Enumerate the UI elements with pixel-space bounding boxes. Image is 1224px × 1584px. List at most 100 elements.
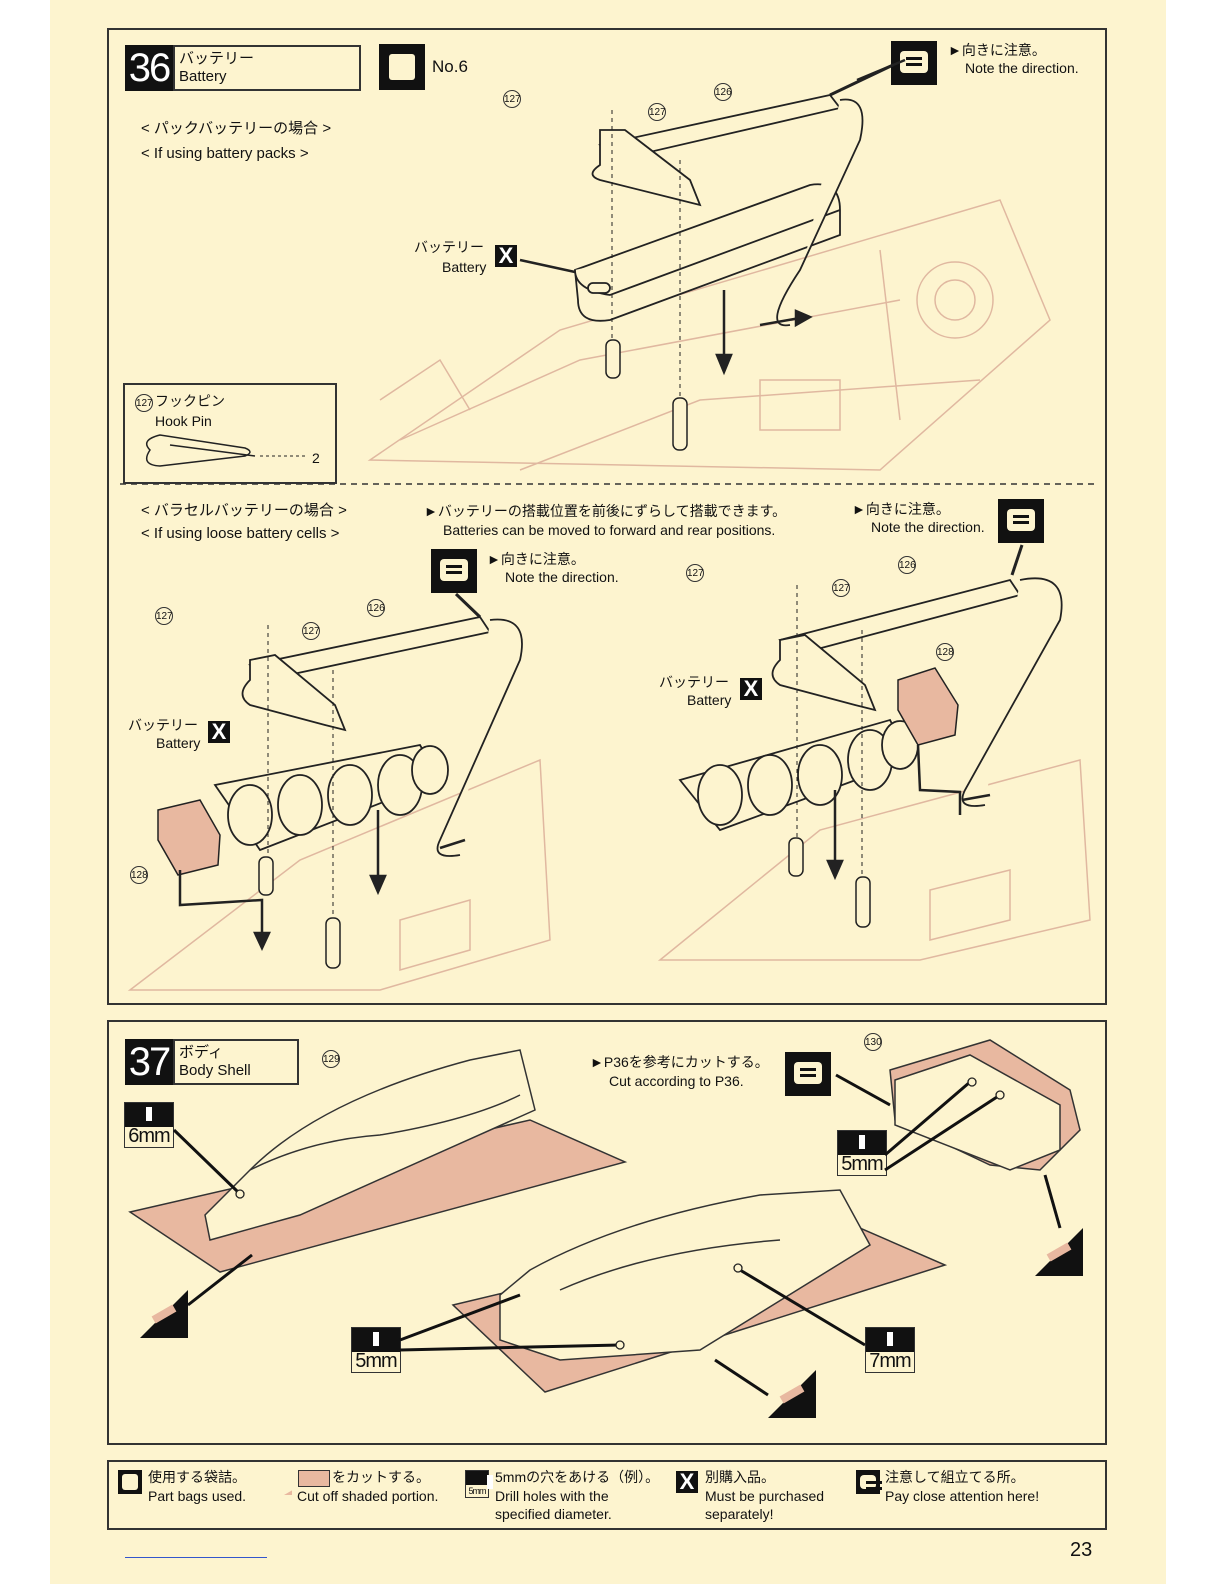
drill-icon: 5mm [465,1470,493,1498]
legend-bags-en: Part bags used. [148,1488,247,1504]
part-128-label: 128 [936,643,954,661]
part-126-label: 126 [898,556,916,574]
battery-label-ja: バッテリー [128,717,198,733]
purchase-separately-icon: X [208,721,230,743]
purchase-separately-icon: X [495,245,517,267]
step-37-title-ja: ボディ [179,1044,223,1061]
part-127-label: 127 [686,564,704,582]
legend-cut-en: Cut off shaded portion. [297,1488,439,1504]
note-direction-en-2: Note the direction. [871,519,985,535]
step-36-title: バッテリー Battery [173,45,361,91]
step-36-title-en: Battery [179,68,227,85]
hook-pin-quantity: 2 [312,450,320,466]
cut-scissors-icon [768,1370,816,1418]
shaded-swatch [298,1470,330,1487]
legend-drill-en-1: Drill holes with the [495,1488,609,1504]
legend-attn-en: Pay close attention here! [885,1488,1040,1504]
purchase-separately-icon: X [676,1471,698,1493]
part-127-label: 127 [648,103,666,121]
body-shell-drawing [128,1039,1081,1393]
step-37-title: ボディ Body Shell [173,1039,299,1085]
drill-holes [235,1077,1005,1350]
post-drawing [258,837,871,969]
part-126-label: 126 [714,83,732,101]
drill-7mm-icon: 7mm [865,1327,915,1373]
battery-label-en: Battery [442,259,487,275]
legend-attn-ja: 注意して組立てる所。 [885,1469,1025,1485]
legend-buy-en-1: Must be purchased [705,1488,825,1504]
hook-pin-en: Hook Pin [155,413,212,429]
part-127-label: 127 [155,607,173,625]
part-128-label: 128 [130,866,148,884]
footer-rule [125,1557,267,1558]
legend-buy-en-2: separately! [705,1506,774,1522]
battery-label-ja: バッテリー [414,239,484,255]
hook-pin-inset [123,383,337,484]
cut-scissors-icon [1035,1228,1083,1276]
note-direction-en-3: Note the direction. [505,569,619,585]
pack-heading-en: < If using battery packs > [141,145,309,162]
part-127-label: 127 [503,90,521,108]
move-note-en: Batteries can be moved to forward and re… [443,522,776,538]
drill-leaders [172,1073,1062,1397]
legend-buy-ja: 別購入品。 [705,1469,775,1485]
guide-lines [611,110,681,420]
part-126-label: 126 [367,599,385,617]
battery-label-en: Battery [687,692,732,708]
move-note-ja: ►バッテリーの搭載位置を前後にずらして搭載できます。 [424,503,787,519]
pack-heading-ja: < パックバッテリーの場合 > [141,120,332,137]
part-127-label: 127 [135,394,153,412]
battery-cells-drawing [213,718,919,852]
part-130-label: 130 [864,1033,882,1051]
step-36-panel [107,28,1107,1005]
cut-scissors-icon [140,1290,188,1338]
drill-size-label: 7mm [869,1350,911,1372]
drill-icon-label: 5mm [468,1486,487,1496]
arrows [178,744,991,951]
part-bag-icon [379,44,425,90]
guide-lines [267,585,863,920]
step-37-title-en: Body Shell [179,1062,251,1079]
battery-pack-drawing [574,183,841,322]
sponge-drawing [157,667,959,876]
step-36-title-ja: バッテリー [179,50,255,67]
purchase-separately-icon: X [740,678,762,700]
post-drawing [605,339,688,451]
hook-pin-ja: フックピン [155,393,225,409]
part-bag-icon [118,1470,142,1494]
attention-hand-icon [998,499,1044,543]
attention-hand-icon [431,549,477,593]
note-direction-ja-1: ►向きに注意。 [948,42,1046,58]
leader-lines [454,63,1024,619]
drill-6mm-icon: 6mm [124,1102,174,1148]
part-129-label: 129 [322,1050,340,1068]
drill-5mm-icon: 5mm [837,1130,887,1176]
battery-strap-drawing [241,577,1063,857]
cut-note-en: Cut according to P36. [609,1073,744,1089]
part-127-label: 127 [302,622,320,640]
note-direction-ja-3: ►向きに注意。 [487,551,585,567]
note-direction-ja-2: ►向きに注意。 [852,501,950,517]
battery-label-en: Battery [156,735,201,751]
legend-drill-en-2: specified diameter. [495,1506,612,1522]
cut-note-ja: ►P36を参考にカットする。 [590,1054,769,1070]
drill-size-label: 5mm [841,1153,883,1175]
drill-size-label: 5mm [355,1350,397,1372]
battery-strap-drawing [591,93,864,327]
bag-number: No.6 [432,57,468,76]
step-37-panel [107,1020,1107,1445]
page-number: 23 [1070,1539,1093,1561]
hook-pin-drawing [145,434,256,467]
drill-size-label: 6mm [128,1125,170,1147]
attention-hand-icon [785,1052,831,1096]
cut-scissors-icon [268,1471,292,1495]
part-127-label: 127 [832,579,850,597]
legend-panel [107,1460,1107,1530]
legend-drill-ja: 5mmの穴をあける（例）。 [495,1469,660,1485]
attention-hand-icon [856,1470,882,1494]
step-36-number: 36 [125,45,173,91]
legend-bags-ja: 使用する袋詰。 [148,1469,246,1485]
note-direction-en-1: Note the direction. [965,60,1079,76]
legend-cut-ja: をカットする。 [332,1469,430,1485]
